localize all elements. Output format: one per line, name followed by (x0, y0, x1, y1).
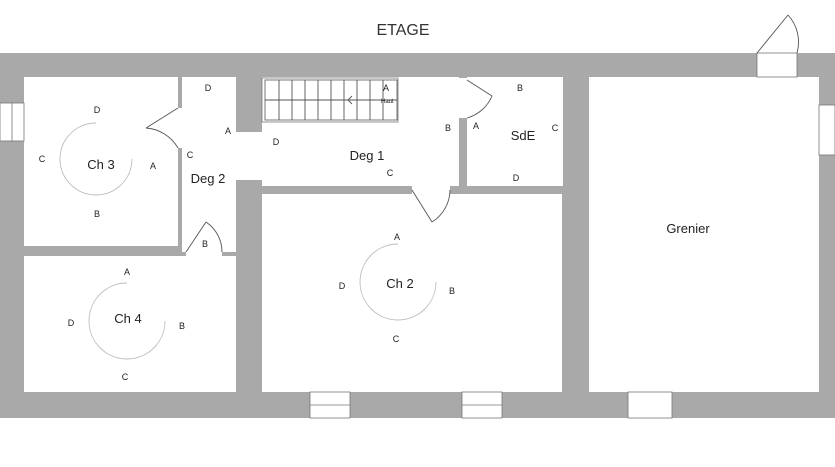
wall-labels: D A B C D A C B A D B C B A C D A D B C … (39, 83, 559, 382)
walls (0, 53, 835, 467)
arc-ch3 (59, 122, 133, 196)
room-deg2-floor (182, 77, 236, 252)
room-ch3-name: Ch 3 (87, 157, 114, 172)
door-grenier-top (756, 52, 798, 78)
staircase: Haut (264, 79, 398, 121)
room-deg1-name: Deg 1 (350, 148, 385, 163)
room-ch2-name: Ch 2 (386, 276, 413, 291)
wall-label: A (150, 161, 156, 171)
wall-label: D (68, 318, 75, 328)
wall-label: B (445, 123, 451, 133)
wall-label: C (187, 150, 194, 160)
wall-label: A (383, 83, 389, 93)
arc-ch4 (88, 282, 166, 360)
wall-label: A (473, 121, 479, 131)
orientation-arcs (59, 122, 437, 360)
wall-label: A (225, 126, 231, 136)
wall-label: C (393, 334, 400, 344)
room-ch3-floor (24, 77, 178, 246)
wall-label: C (39, 154, 46, 164)
wall-label: D (513, 173, 520, 183)
stair-direction-label: Haut (381, 99, 394, 105)
wall-label: D (273, 137, 280, 147)
wall-label: D (94, 105, 101, 115)
wall-label: C (552, 123, 559, 133)
wall-label: C (387, 168, 394, 178)
window-grenier-bottom (627, 391, 673, 419)
wall-label: B (449, 286, 455, 296)
room-ch4-name: Ch 4 (114, 311, 141, 326)
room-deg2-name: Deg 2 (191, 171, 226, 186)
doors (145, 14, 799, 256)
room-sde-name: SdE (511, 128, 536, 143)
room-ch2-floor (262, 194, 562, 392)
wall-label: B (202, 239, 208, 249)
room-names: Ch 3 Deg 2 Deg 1 SdE Grenier Ch 4 Ch 2 (87, 128, 710, 326)
room-ch4-floor (24, 256, 236, 392)
wall-label: B (94, 209, 100, 219)
wall-label: B (517, 83, 523, 93)
plan-title: ETAGE (376, 22, 429, 39)
wall-label: B (179, 321, 185, 331)
wall-label: C (122, 372, 129, 382)
arc-ch2 (359, 243, 437, 321)
wall-label: D (205, 83, 212, 93)
wall-label: A (124, 267, 130, 277)
wall-label: A (394, 232, 400, 242)
room-sde-floor (467, 77, 563, 186)
room-grenier-floor (589, 77, 819, 392)
window-grenier-right (818, 104, 835, 156)
room-grenier-name: Grenier (666, 221, 710, 236)
wall-label: D (339, 281, 346, 291)
